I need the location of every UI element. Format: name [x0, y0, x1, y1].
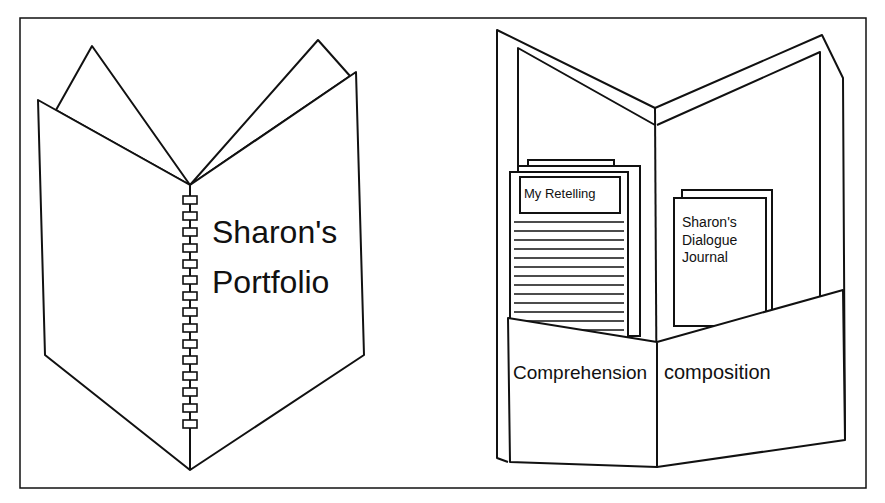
composition-pocket: composition: [655, 286, 849, 470]
ruled-line: [514, 239, 624, 240]
node-label: Sharon's Portfolio: [212, 208, 357, 307]
title-box: [520, 177, 620, 213]
ruled-line: [514, 230, 624, 231]
spiral-ring: [183, 388, 197, 396]
ruled-line: [514, 266, 624, 267]
portfolio-cover: Sharon's Portfolio: [30, 30, 375, 480]
node-label: composition: [664, 360, 836, 384]
spiral-ring: [183, 356, 197, 364]
retelling-paper: My Retelling: [505, 158, 645, 343]
spiral-ring: [183, 196, 197, 204]
retelling-paper-outline: [505, 158, 645, 343]
node-label: Comprehension: [513, 362, 655, 385]
pocket-outline: [657, 290, 845, 467]
ruled-line: [514, 248, 624, 249]
ruled-line: [514, 284, 624, 285]
spiral-ring: [183, 324, 197, 332]
node-label: My Retelling: [524, 186, 616, 202]
pocket-outline: [508, 318, 657, 467]
spiral-ring: [183, 260, 197, 268]
dialogue-journal: Sharon's Dialogue Journal: [668, 186, 780, 326]
ruled-line: [514, 257, 624, 258]
spiral-ring: [183, 244, 197, 252]
journal-front-cover: [674, 198, 766, 326]
spiral-ring: [183, 228, 197, 236]
spiral-ring: [183, 212, 197, 220]
comprehension-pocket-outline: [505, 312, 659, 470]
ruled-line: [514, 302, 624, 303]
front-sheet: [510, 172, 628, 340]
spiral-ring: [183, 404, 197, 412]
ruled-line: [514, 221, 624, 222]
spiral-ring: [183, 420, 197, 428]
cover-outline: [38, 72, 364, 470]
ruled-line: [514, 275, 624, 276]
spiral-ring: [183, 292, 197, 300]
node-label: Sharon's Dialogue Journal: [682, 214, 758, 267]
spiral-ring: [183, 340, 197, 348]
portfolio-cover-outline: [30, 30, 375, 480]
figure-frame: [20, 18, 866, 488]
spiral-ring: [183, 308, 197, 316]
ruled-line: [514, 293, 624, 294]
ruled-line: [514, 311, 624, 312]
spiral-ring: [183, 276, 197, 284]
spiral-ring: [183, 372, 197, 380]
comprehension-pocket: Comprehension: [505, 312, 659, 470]
